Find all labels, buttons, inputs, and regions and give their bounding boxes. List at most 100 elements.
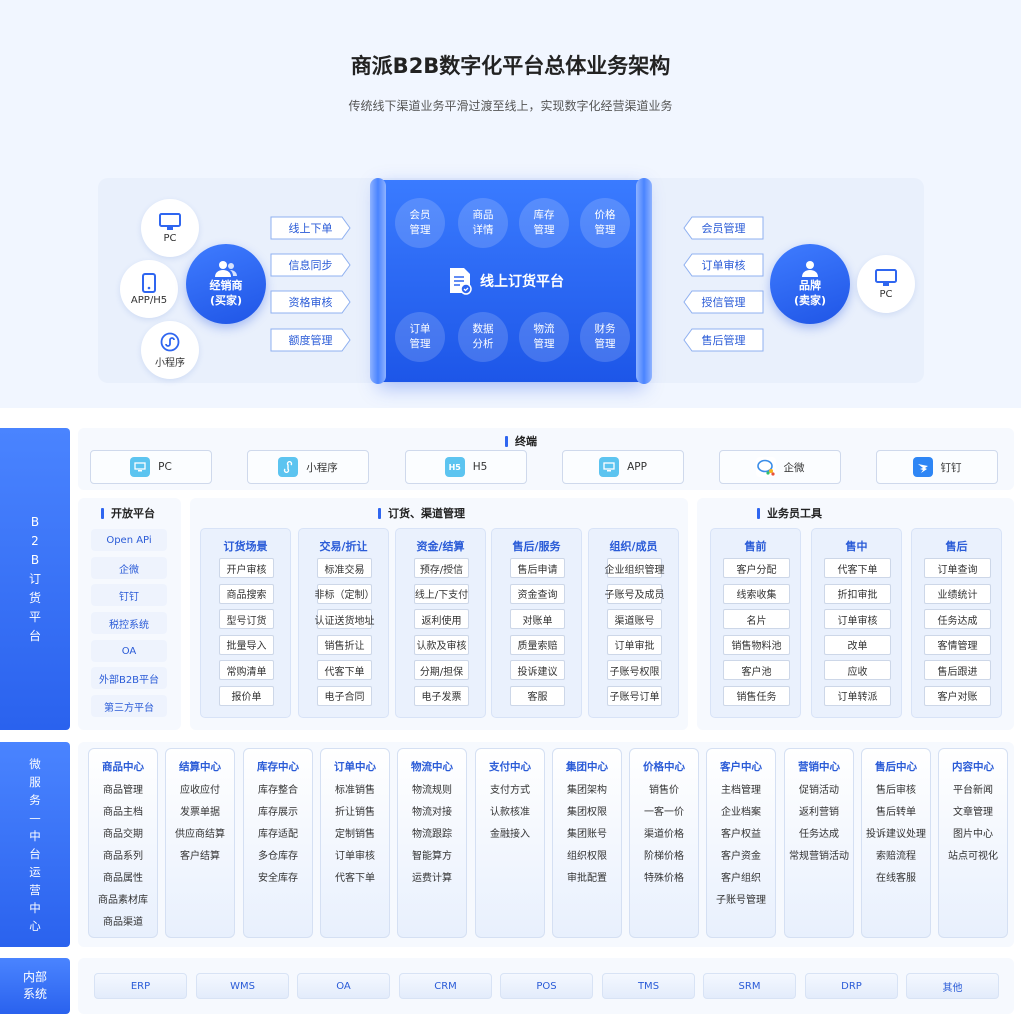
service-item: 投诉建议处理 — [866, 829, 926, 840]
sales-item: 应收 — [824, 660, 891, 680]
client-app: APP/H5 — [120, 260, 178, 318]
arrow-right-3: 授信管理 — [683, 290, 764, 314]
sales-item: 订单审核 — [824, 609, 891, 629]
service-item: 客户资金 — [721, 851, 761, 862]
sales-column: 售中代客下单折扣审批订单审核改单应收订单转派 — [811, 528, 902, 718]
order-column-title: 交易/折让 — [319, 540, 368, 553]
client-app-label: APP/H5 — [130, 294, 168, 306]
module-label: 库存管理 — [533, 209, 555, 236]
service-item: 标准销售 — [335, 785, 375, 796]
arrow-label: 额度管理 — [288, 334, 333, 347]
sales-item: 订单转派 — [824, 685, 891, 706]
open-item: 第三方平台 — [91, 695, 167, 717]
service-item: 集团架构 — [567, 785, 607, 796]
order-item: 售后申请 — [510, 558, 565, 578]
platform-module: 物流管理 — [519, 312, 569, 362]
order-item: 电子发票 — [414, 685, 469, 706]
sales-item: 线索收集 — [723, 583, 790, 604]
service-item: 促销活动 — [799, 785, 839, 796]
page-title: 商派B2B数字化平台总体业务架构 — [350, 54, 671, 78]
service-item: 供应商结算 — [175, 829, 225, 840]
open-item: Open APi — [91, 529, 167, 551]
service-item: 折让销售 — [335, 807, 375, 818]
arrow-label: 线上下单 — [288, 222, 333, 235]
module-label: 商品详情 — [472, 209, 494, 236]
module-label: 财务管理 — [594, 323, 616, 350]
terminal-label: 企微 — [783, 461, 805, 474]
arrow-label: 会员管理 — [701, 222, 746, 235]
service-center-title: 库存中心 — [257, 761, 299, 773]
platform-module: 价格管理 — [580, 198, 630, 248]
service-item: 企业档案 — [721, 807, 761, 818]
order-item: 认款及审核 — [414, 634, 469, 655]
terminal-wecom: 企微 — [719, 450, 841, 484]
terminal-label: APP — [627, 461, 647, 473]
internal-system: OA — [297, 973, 390, 999]
service-center: 内容中心平台新闻文章管理图片中心站点可视化 — [938, 748, 1008, 938]
service-item: 一客一价 — [644, 807, 684, 818]
service-center: 支付中心支付方式认款核准金融接入 — [475, 748, 545, 938]
service-item: 客户结算 — [180, 851, 220, 862]
service-center: 物流中心物流规则物流对接物流跟踪智能算方运费计算 — [397, 748, 467, 938]
users-icon — [215, 261, 237, 277]
terminal-app: APP — [562, 450, 684, 484]
service-item: 客户组织 — [721, 873, 761, 884]
service-center: 价格中心销售价一客一价渠道价格阶梯价格特殊价格 — [629, 748, 699, 938]
platform-module: 库存管理 — [519, 198, 569, 248]
open-item: 钉钉 — [91, 584, 167, 606]
sales-column: 售后订单查询业绩统计任务达成客情管理售后跟进客户对账 — [911, 528, 1002, 718]
internal-side-label: 内部 系统 — [0, 958, 70, 1014]
order-item: 批量导入 — [219, 634, 274, 655]
micro-side-label: 微 服 务 — 中 台 运 营 中 心 — [0, 742, 70, 947]
sales-item: 客户对账 — [924, 685, 991, 706]
service-item: 商品交期 — [103, 829, 143, 840]
platform-module: 会员管理 — [395, 198, 445, 248]
service-item: 金融接入 — [490, 829, 530, 840]
client-pc: PC — [141, 199, 199, 257]
buyer-name: 经销商 — [209, 279, 243, 292]
arrow-left-3: 资格审核 — [270, 290, 351, 314]
service-item: 常规营销活动 — [789, 851, 849, 862]
service-item: 售后转单 — [876, 807, 916, 818]
service-center-title: 支付中心 — [489, 761, 531, 773]
service-item: 运费计算 — [412, 873, 452, 884]
service-item: 售后审核 — [876, 785, 916, 796]
terminal-label: 钉钉 — [940, 461, 962, 474]
client-pc-right: PC — [857, 255, 915, 313]
platform-panel: 会员管理 商品详情 库存管理 价格管理 线上订货平台 订单管理 数据分析 物流管… — [378, 180, 644, 382]
open-platform-title: 开放平台 — [101, 505, 155, 521]
order-item: 认证送货地址 — [315, 609, 375, 629]
service-item: 销售价 — [649, 785, 679, 796]
order-item: 常购清单 — [219, 660, 274, 680]
terminal-pc: PC — [90, 450, 212, 484]
service-center: 售后中心售后审核售后转单投诉建议处理索赔流程在线客服 — [861, 748, 931, 938]
service-item: 审批配置 — [567, 873, 607, 884]
client-miniprogram: 小程序 — [141, 321, 199, 379]
service-item: 物流对接 — [412, 807, 452, 818]
service-item: 组织权限 — [567, 851, 607, 862]
module-label: 会员管理 — [409, 209, 431, 236]
service-item: 定制销售 — [335, 829, 375, 840]
arrow-label: 订单审核 — [701, 259, 746, 272]
order-item: 返利使用 — [414, 609, 469, 629]
order-item: 子账号权限 — [607, 660, 662, 680]
open-item: 企微 — [91, 557, 167, 579]
internal-system: CRM — [399, 973, 492, 999]
module-label: 价格管理 — [594, 209, 616, 236]
module-label: 数据分析 — [472, 323, 494, 350]
service-item: 特殊价格 — [644, 873, 684, 884]
service-center-title: 价格中心 — [643, 761, 685, 773]
sales-column-title: 售后 — [945, 540, 968, 553]
service-center: 订单中心标准销售折让销售定制销售订单审核代客下单 — [320, 748, 390, 938]
terminal-label: PC — [158, 461, 172, 473]
service-item: 渠道价格 — [644, 829, 684, 840]
service-item: 集团权限 — [567, 807, 607, 818]
order-column: 售后/服务售后申请资金查询对账单质量索赔投诉建议客服 — [491, 528, 582, 718]
wecom-icon — [755, 457, 776, 477]
monitor-icon — [159, 212, 181, 230]
sales-item: 客户池 — [723, 660, 790, 680]
b2b-side-label: B 2 B 订 货 平 台 — [0, 428, 70, 730]
order-item: 非标（定制） — [315, 583, 375, 604]
open-item: 税控系统 — [91, 612, 167, 634]
sales-tools-title: 业务员工具 — [757, 505, 822, 521]
